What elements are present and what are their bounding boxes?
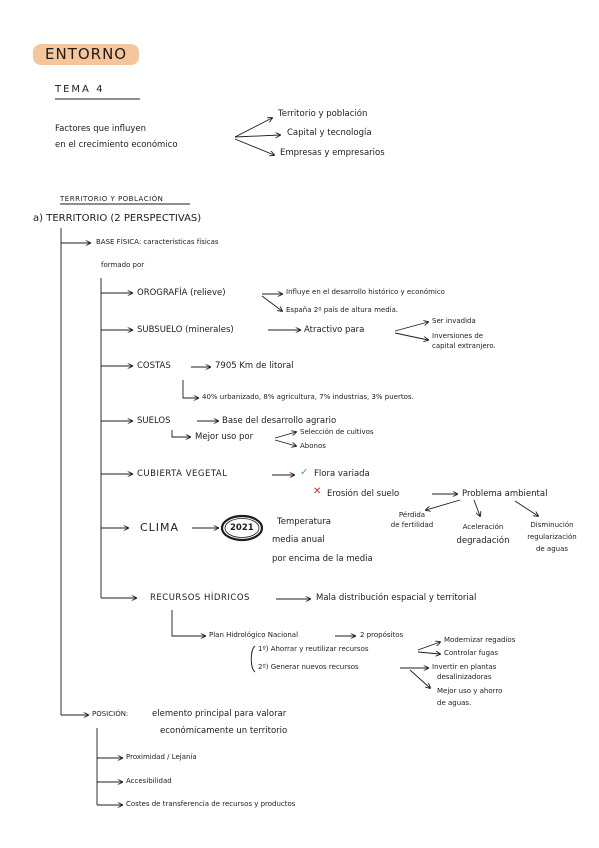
orografia-espana: España 2º país de altura media. xyxy=(286,306,399,314)
recursos-p2: 2º) Generar nuevos recursos xyxy=(258,663,359,671)
posicion-item: Proximidad / Lejanía xyxy=(126,753,197,761)
clima-temp-line1: Temperatura xyxy=(277,517,332,527)
base-fisica-label: BASE FÍSICA: características físicas xyxy=(96,238,219,246)
cross-icon: ✕ xyxy=(313,486,322,497)
aceleracion-line1: Aceleración xyxy=(462,523,504,531)
factor-item: Capital y tecnología xyxy=(287,128,372,138)
cubierta-problema: Problema ambiental xyxy=(462,489,548,499)
disminucion-line2: regularización xyxy=(527,533,577,541)
disminucion-line1: Disminución xyxy=(530,521,574,529)
recursos-p1: 1º) Ahorrar y reutilizar recursos xyxy=(258,645,369,653)
subsuelo-label: SUBSUELO (minerales) xyxy=(137,325,234,335)
perdida-line1: Pérdida xyxy=(398,511,426,519)
orografia-label: OROGRAFÍA (relieve) xyxy=(137,288,226,298)
subsuelo-inversiones: Inversiones de xyxy=(432,332,484,340)
cubierta-label: CUBIERTA VEGETAL xyxy=(137,469,228,479)
check-icon: ✓ xyxy=(300,467,309,478)
recursos-plan: Plan Hidrológico Nacional xyxy=(209,631,299,639)
section-heading: TERRITORIO Y POBLACIÓN xyxy=(60,195,164,203)
clima-year: 2021 xyxy=(230,523,254,533)
factor-item: Empresas y empresarios xyxy=(280,148,385,158)
costas-detalle: 40% urbanizado, 8% agricultura, 7% indus… xyxy=(202,393,414,401)
posicion-label: POSICIÓN: xyxy=(92,710,129,718)
suelos-seleccion: Selección de cultivos xyxy=(300,428,374,436)
recursos-invertir: Invertir en plantas xyxy=(432,663,497,671)
section-subheading: a) TERRITORIO (2 PERSPECTIVAS) xyxy=(33,213,202,224)
suelos-abonos: Abonos xyxy=(300,442,326,450)
suelos-mejor: Mejor uso por xyxy=(195,432,254,442)
suelos-label: SUELOS xyxy=(137,416,171,426)
cubierta-flora: Flora variada xyxy=(314,469,370,479)
suelos-base: Base del desarrollo agrario xyxy=(222,416,337,426)
posicion-desc-line2: económicamente un territorio xyxy=(160,726,288,736)
factores-line2: en el crecimiento económico xyxy=(55,140,178,150)
recursos-propositos: 2 propósitos xyxy=(360,631,404,639)
clima-label: CLIMA xyxy=(140,521,180,534)
subsuelo-atractivo: Atractivo para xyxy=(304,325,365,335)
subsuelo-inversiones-2: capital extranjero. xyxy=(432,342,496,350)
recursos-mejor-2: de aguas. xyxy=(437,699,472,707)
recursos-invertir-2: desalinizadoras xyxy=(437,673,492,681)
costas-km: 7905 Km de litoral xyxy=(215,361,294,371)
factor-item: Territorio y población xyxy=(278,109,368,119)
formado-label: formado por xyxy=(101,261,145,269)
recursos-mala: Mala distribución espacial y territorial xyxy=(316,593,477,603)
clima-temp-line3: por encima de la media xyxy=(272,554,373,564)
page-title: ENTORNO xyxy=(33,44,140,65)
orografia-influye: Influye en el desarrollo histórico y eco… xyxy=(286,288,445,296)
recursos-mejor: Mejor uso y ahorro xyxy=(437,687,503,695)
tema-heading: TEMA 4 xyxy=(55,84,105,95)
recursos-modernizar: Modernizar regadíos xyxy=(444,636,516,644)
recursos-controlar: Controlar fugas xyxy=(444,649,498,657)
perdida-line2: de fertilidad xyxy=(390,521,434,529)
posicion-item: Costes de transferencia de recursos y pr… xyxy=(126,800,296,808)
recursos-label: RECURSOS HÍDRICOS xyxy=(150,593,250,603)
factores-line1: Factores que influyen xyxy=(55,124,147,134)
subsuelo-ser: Ser invadida xyxy=(432,317,476,325)
disminucion-line3: de aguas xyxy=(535,545,569,553)
costas-label: COSTAS xyxy=(137,361,171,371)
posicion-item: Accesibilidad xyxy=(126,777,172,785)
posicion-desc-line1: elemento principal para valorar xyxy=(152,709,287,719)
clima-temp-line2: media anual xyxy=(272,535,325,545)
cubierta-erosion: Erosión del suelo xyxy=(327,489,400,499)
aceleracion-line2: degradación xyxy=(456,536,510,546)
